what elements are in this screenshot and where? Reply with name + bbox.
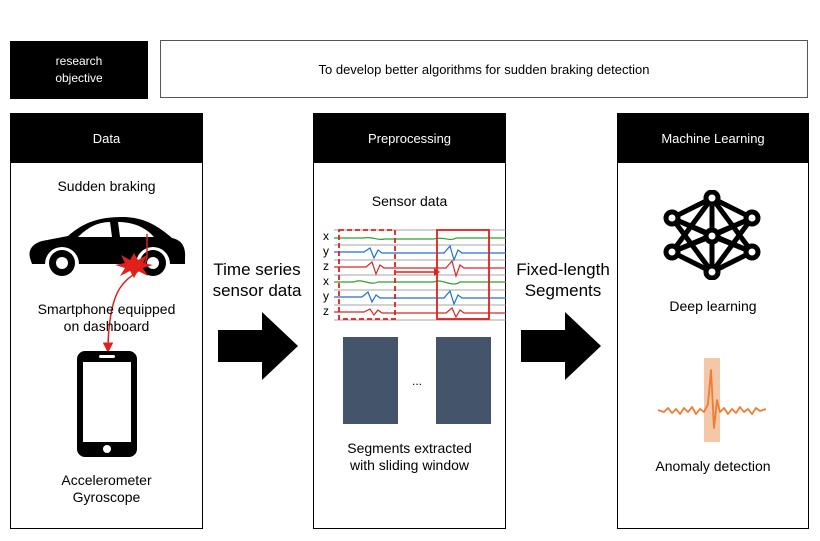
fixed-length-arrow-label: Fixed-length Segments — [508, 259, 618, 301]
data-panel: Data — [10, 113, 203, 529]
deep-learning-caption: Deep learning — [669, 298, 757, 314]
neural-network-icon — [663, 190, 761, 280]
impact-burst-icon — [115, 253, 153, 278]
smartphone-caption-line1: Smartphone equipped — [37, 301, 176, 317]
preprocessing-panel: Preprocessing — [313, 113, 506, 529]
sensor-signal-plot — [334, 229, 506, 321]
machine-learning-panel: Machine Learning — [617, 113, 809, 529]
objective-label-line2: objective — [55, 71, 103, 85]
axis-label-x2: x — [323, 274, 329, 288]
objective-label-line1: research — [55, 54, 103, 68]
segment-block-last — [436, 337, 491, 424]
arrow1-line1: Time series — [213, 260, 301, 279]
smartphone-caption-line2: on dashboard — [63, 318, 150, 334]
axis-label-y1: y — [323, 244, 329, 258]
segments-ellipsis: ... — [411, 374, 422, 388]
segment-block-first — [343, 337, 398, 424]
segments-caption-line1: Segments extracted — [347, 440, 472, 456]
arrow2-line1: Fixed-length — [516, 260, 610, 279]
data-panel-title: Data — [92, 131, 121, 146]
smartphone-icon — [77, 351, 137, 457]
gyroscope-label: Gyroscope — [72, 489, 141, 505]
accelerometer-label: Accelerometer — [61, 472, 152, 488]
arrow2-line2: Segments — [524, 281, 602, 300]
car-icon — [29, 217, 186, 276]
flow-arrow-1 — [218, 312, 298, 380]
anomaly-signal-icon — [657, 358, 767, 442]
axis-label-x1: x — [323, 229, 329, 243]
axis-label-z1: z — [323, 259, 329, 273]
flow-arrow-2 — [521, 312, 601, 380]
machine-learning-panel-title: Machine Learning — [661, 131, 765, 146]
segments-caption-line2: with sliding window — [349, 457, 470, 473]
sensor-axis-labels: x y z x y z — [320, 229, 332, 319]
data-panel-header: Data — [11, 114, 202, 163]
preprocessing-panel-header: Preprocessing — [314, 114, 505, 163]
link-arrow-icon — [102, 234, 148, 353]
sensor-data-caption: Sensor data — [371, 193, 448, 209]
time-series-arrow-label: Time series sensor data — [206, 259, 308, 301]
axis-label-y2: y — [323, 289, 329, 303]
research-objective-text-box: To develop better algorithms for sudden … — [160, 40, 808, 98]
arrow1-line2: sensor data — [212, 281, 302, 300]
machine-learning-panel-header: Machine Learning — [618, 114, 808, 163]
anomaly-detection-caption: Anomaly detection — [655, 458, 771, 474]
objective-text: To develop better algorithms for sudden … — [318, 61, 650, 77]
axis-label-z2: z — [323, 304, 329, 318]
preprocessing-panel-title: Preprocessing — [367, 131, 452, 146]
research-objective-label: research objective — [10, 41, 148, 99]
segments-extracted-caption: Segments extracted with sliding window — [313, 440, 506, 474]
sudden-braking-caption: Sudden braking — [57, 178, 156, 194]
sensors-caption: Accelerometer Gyroscope — [10, 472, 203, 506]
smartphone-equipped-caption: Smartphone equipped on dashboard — [10, 301, 203, 335]
